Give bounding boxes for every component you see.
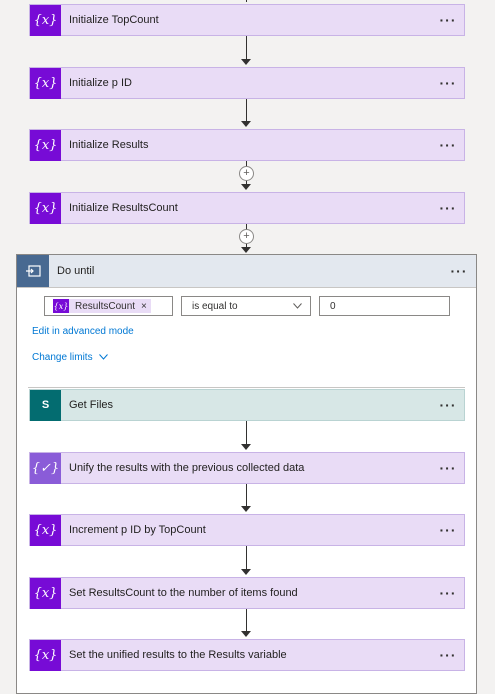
more-options-button[interactable]: ··· — [439, 585, 457, 601]
step-initialize-topcount[interactable]: {x} Initialize TopCount ··· — [29, 4, 465, 36]
connector-line — [246, 484, 247, 507]
condition-value: 0 — [330, 300, 336, 312]
action-title: Unify the results with the previous coll… — [69, 462, 305, 474]
more-options-button[interactable]: ··· — [439, 75, 457, 91]
action-get-files[interactable]: S Get Files ··· — [29, 389, 465, 421]
change-limits-link[interactable]: Change limits — [32, 352, 109, 363]
connector-line — [246, 99, 247, 122]
more-options-button[interactable]: ··· — [439, 647, 457, 663]
do-until-title: Do until — [57, 265, 95, 277]
more-options-button[interactable]: ··· — [439, 12, 457, 28]
action-increment-p-id[interactable]: {x} Increment p ID by TopCount ··· — [29, 514, 465, 546]
step-title: Initialize ResultsCount — [69, 202, 178, 214]
arrow-down-icon — [241, 247, 251, 253]
condition-value-input[interactable]: 0 — [319, 296, 450, 316]
add-step-button[interactable]: + — [239, 166, 254, 181]
chevron-down-icon — [99, 352, 109, 363]
change-limits-label: Change limits — [32, 352, 93, 363]
edit-advanced-mode-link[interactable]: Edit in advanced mode — [32, 326, 134, 337]
connector-line — [246, 36, 247, 60]
variable-icon: {x} — [53, 299, 69, 313]
action-set-resultscount[interactable]: {x} Set ResultsCount to the number of it… — [29, 577, 465, 609]
do-until-header[interactable]: Do until ··· — [17, 255, 476, 288]
action-unify-results[interactable]: {✓} Unify the results with the previous … — [29, 452, 465, 484]
variable-icon: {x} — [30, 577, 61, 609]
variable-icon: {x} — [30, 67, 61, 99]
loop-icon — [17, 255, 49, 287]
variable-icon: {x} — [30, 129, 61, 161]
connector-line — [246, 609, 247, 632]
arrow-down-icon — [241, 506, 251, 512]
more-options-button[interactable]: ··· — [439, 397, 457, 413]
arrow-down-icon — [241, 184, 251, 190]
action-set-unified-results[interactable]: {x} Set the unified results to the Resul… — [29, 639, 465, 671]
more-options-button[interactable]: ··· — [439, 460, 457, 476]
arrow-down-icon — [241, 121, 251, 127]
step-title: Initialize Results — [69, 139, 149, 151]
variable-icon: {x} — [30, 639, 61, 671]
arrow-down-icon — [241, 631, 251, 637]
step-title: Initialize p ID — [69, 77, 132, 89]
remove-token-icon[interactable]: × — [141, 300, 147, 312]
action-title: Get Files — [69, 399, 114, 411]
connector-line — [246, 0, 247, 2]
sharepoint-icon: S — [30, 389, 61, 421]
variable-icon: {x} — [30, 4, 61, 36]
arrow-down-icon — [241, 59, 251, 65]
arrow-down-icon — [241, 444, 251, 450]
resultscount-token[interactable]: {x} ResultsCount × — [53, 299, 151, 313]
connector-line — [246, 546, 247, 570]
variable-icon: {x} — [30, 514, 61, 546]
more-options-button[interactable]: ··· — [439, 200, 457, 216]
token-label: ResultsCount — [75, 300, 136, 312]
step-initialize-resultscount[interactable]: {x} Initialize ResultsCount ··· — [29, 192, 465, 224]
compose-icon: {✓} — [30, 452, 61, 484]
condition-left-operand[interactable]: {x} ResultsCount × — [44, 296, 173, 316]
more-options-button[interactable]: ··· — [439, 522, 457, 538]
action-title: Set ResultsCount to the number of items … — [69, 587, 298, 599]
chevron-down-icon — [293, 301, 302, 312]
variable-icon: {x} — [30, 192, 61, 224]
condition-operator-select[interactable]: is equal to — [181, 296, 311, 316]
more-options-button[interactable]: ··· — [450, 263, 468, 279]
connector-line — [246, 421, 247, 445]
more-options-button[interactable]: ··· — [439, 137, 457, 153]
step-title: Initialize TopCount — [69, 14, 159, 26]
divider — [28, 387, 465, 388]
add-step-button[interactable]: + — [239, 229, 254, 244]
operator-label: is equal to — [192, 300, 238, 312]
step-initialize-p-id[interactable]: {x} Initialize p ID ··· — [29, 67, 465, 99]
step-initialize-results[interactable]: {x} Initialize Results ··· — [29, 129, 465, 161]
arrow-down-icon — [241, 569, 251, 575]
action-title: Set the unified results to the Results v… — [69, 649, 287, 661]
action-title: Increment p ID by TopCount — [69, 524, 206, 536]
